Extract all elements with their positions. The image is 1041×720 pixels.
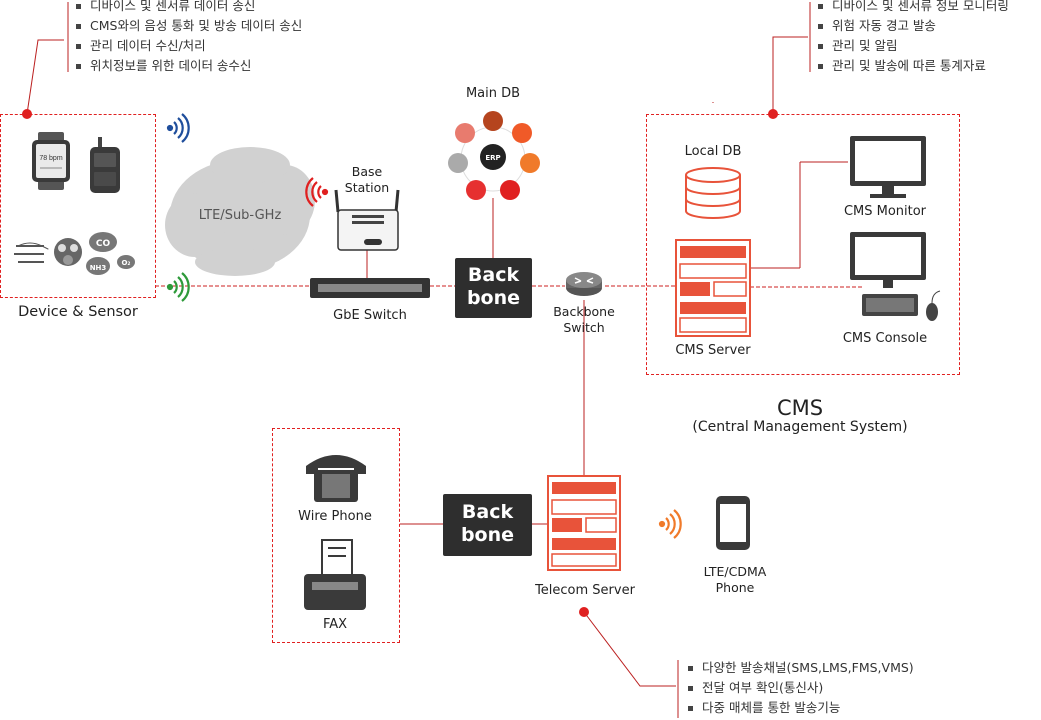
connection-lines: [155, 285, 862, 288]
device-note: 관리 데이터 수신/처리: [76, 36, 302, 56]
base-station-icon: [334, 189, 400, 251]
cms-server-label: CMS Server: [675, 343, 751, 358]
local-db-icon: [685, 167, 741, 219]
telecom-server-icon: [547, 475, 621, 571]
gbe-switch-label: GbE Switch: [333, 308, 407, 323]
cms-note: 관리 및 발송에 따른 통계자료: [818, 56, 1009, 76]
device-sensor-label: Device & Sensor: [18, 304, 138, 320]
telecom-notes: 다양한 발송채널(SMS,LMS,FMS,VMS) 전달 여부 확인(통신사) …: [688, 658, 914, 718]
wire-phone-label: Wire Phone: [298, 509, 372, 524]
cms-console-label: CMS Console: [842, 331, 928, 346]
cms-subtitle: (Central Management System): [692, 419, 908, 435]
phone-fax-box: [272, 428, 400, 643]
backbone-block-top: Back bone: [455, 258, 532, 318]
device-sensor-box: [0, 114, 156, 298]
fax-icon: [304, 539, 366, 610]
wifi-icon-green: [166, 272, 190, 302]
watch-text: 78 bpm: [39, 155, 63, 162]
device-notes: 디바이스 및 센서류 데이터 송신 CMS와의 음성 통화 및 방송 데이터 송…: [76, 0, 302, 76]
mobile-phone-icon: [716, 496, 750, 550]
cms-monitor-label: CMS Monitor: [843, 204, 927, 219]
device-note: CMS와의 음성 통화 및 방송 데이터 송신: [76, 16, 302, 36]
gas-nh3: NH3: [90, 264, 107, 272]
cms-console-icon: [850, 232, 941, 321]
gas-mask-icon: [14, 238, 82, 266]
main-db-ring: [448, 111, 540, 200]
handheld-device-icon: [90, 137, 120, 193]
cms-notes: 디바이스 및 센서류 정보 모니터링 위험 자동 경고 발송 관리 및 알림 관…: [818, 0, 1009, 76]
device-note: 디바이스 및 센서류 데이터 송신: [76, 0, 302, 16]
telecom-note: 전달 여부 확인(통신사): [688, 678, 914, 698]
gbe-switch-icon: [310, 278, 430, 298]
telecom-note: 다중 매체를 통한 발송기능: [688, 698, 914, 718]
cms-title: CMS: [776, 396, 824, 420]
backbone-switch-label: Backbone Switch: [553, 304, 615, 335]
telecom-server-label: Telecom Server: [535, 583, 635, 598]
telecom-callout-dot: [579, 607, 589, 617]
base-station-label: Base Station: [344, 164, 390, 195]
cms-server-icon: [675, 239, 751, 337]
wifi-icon-blue: [166, 113, 190, 143]
cms-note: 위험 자동 경고 발송: [818, 16, 1009, 36]
erp-label: ERP: [485, 154, 500, 162]
main-db-label: Main DB: [465, 86, 521, 101]
lte-phone-label: LTE/CDMA Phone: [703, 564, 767, 595]
gas-cloud-icons: [86, 232, 135, 275]
smartwatch-icon: [32, 132, 70, 190]
backbone-block-bottom: Back bone: [443, 494, 532, 556]
wire-phone-icon: [306, 455, 366, 502]
gas-o2: O₂: [121, 259, 130, 267]
backbone-switch-icon: [566, 272, 602, 296]
wifi-icon-red: [305, 177, 329, 207]
cms-note: 디바이스 및 센서류 정보 모니터링: [818, 0, 1009, 16]
leader-lines: [26, 2, 811, 718]
lte-cloud-label: LTE/Sub-GHz: [198, 208, 282, 223]
fax-label: FAX: [322, 617, 348, 632]
wifi-icon-orange: [658, 509, 682, 539]
cms-monitor-icon: [850, 136, 926, 198]
device-note: 위치정보를 위한 데이터 송수신: [76, 56, 302, 76]
solid-lines: [366, 102, 848, 525]
lte-cloud: [165, 147, 315, 276]
cms-box: [646, 114, 960, 375]
cms-note: 관리 및 알림: [818, 36, 1009, 56]
telecom-note: 다양한 발송채널(SMS,LMS,FMS,VMS): [688, 658, 914, 678]
gas-co: CO: [96, 239, 111, 249]
local-db-label: Local DB: [684, 144, 742, 159]
